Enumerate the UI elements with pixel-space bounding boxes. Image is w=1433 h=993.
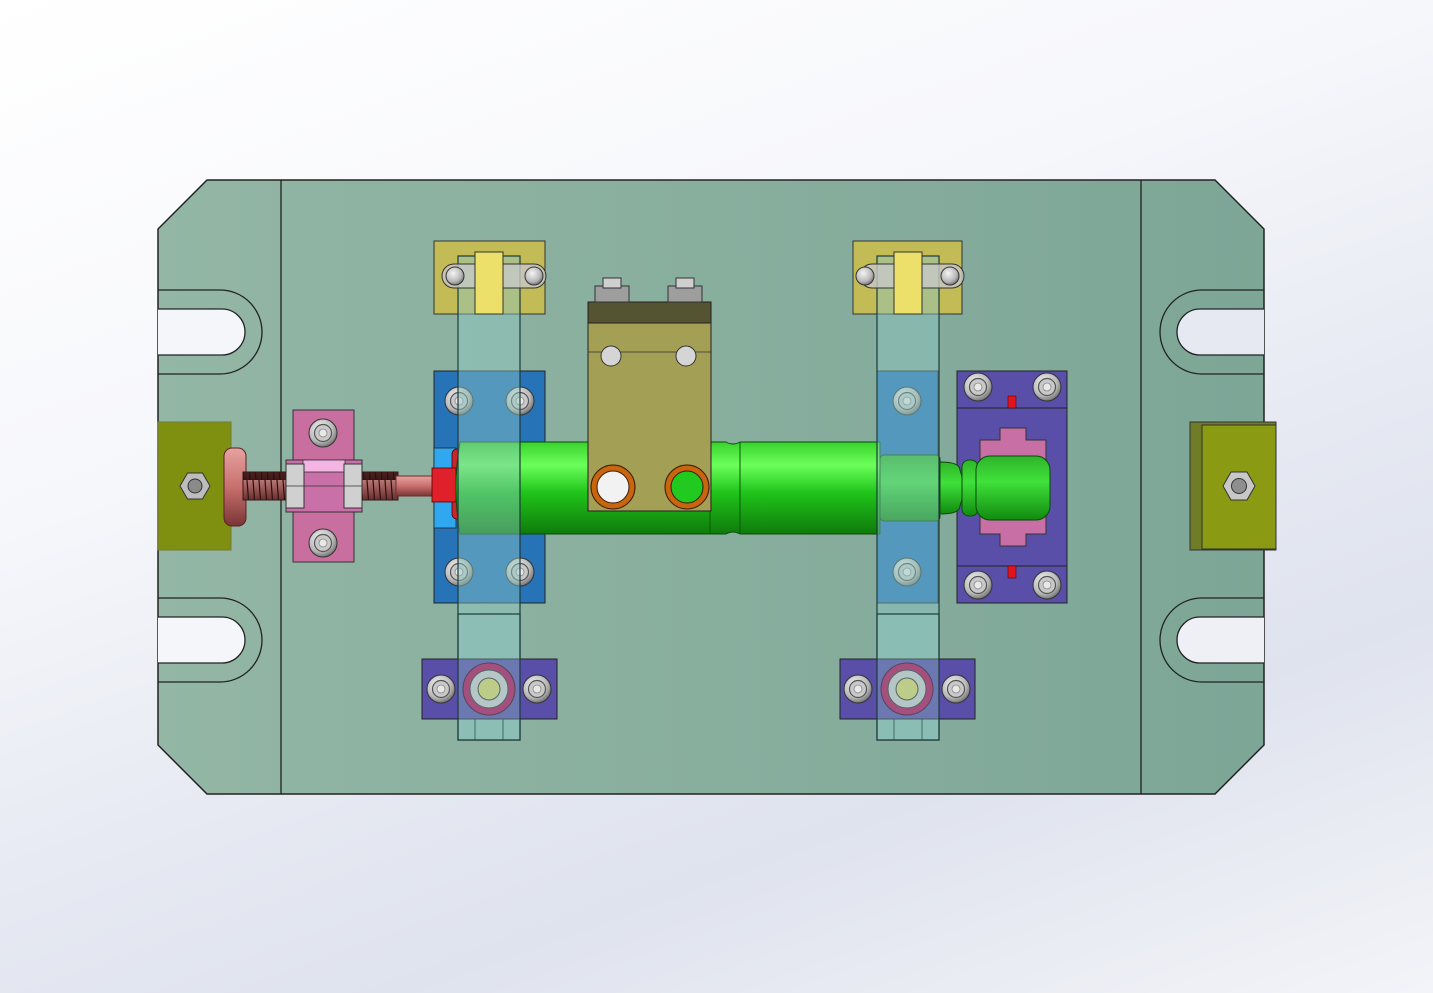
cylinder-mount[interactable] [587,277,712,512]
port-ring-right[interactable] [664,464,710,510]
mount-screw-1[interactable] [594,277,630,303]
hex-nut-right[interactable] [1222,471,1256,501]
cylinder-end-cap[interactable] [879,454,1051,522]
mounting-slot-bottom-right[interactable] [1159,597,1264,683]
strap-anchor-left[interactable] [421,613,558,741]
mount-screw-2[interactable] [667,277,703,303]
end-clamp-right[interactable] [1189,421,1277,551]
port-ring-left[interactable] [590,464,636,510]
bolt-pc-1[interactable] [963,372,993,402]
lock-nut[interactable] [285,459,363,513]
hex-nut-left[interactable] [179,472,211,500]
mounting-slot-top-right[interactable] [1159,289,1264,375]
adjusting-screw[interactable] [223,447,437,527]
strap-anchor-right[interactable] [839,613,976,741]
end-clamp-left[interactable] [157,421,232,551]
mounting-slot-bottom-left[interactable] [158,597,263,683]
mounting-slot-top-left[interactable] [158,289,263,375]
bracket-bolt-bottom[interactable] [308,528,338,558]
bolt-pc-2[interactable] [1032,372,1062,402]
bolt-pc-4[interactable] [1032,570,1062,600]
bolt-pc-3[interactable] [963,570,993,600]
bracket-bolt-top[interactable] [308,418,338,448]
